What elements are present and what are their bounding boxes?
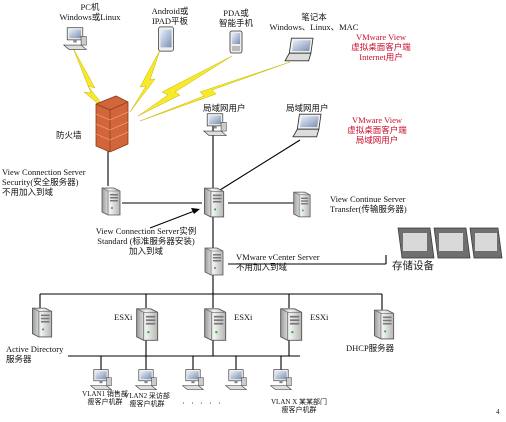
- vmware-lan-line2: 虚拟桌面客户端: [347, 125, 407, 135]
- laptop-label: 笔记本 Windows、Linux、MAC: [262, 12, 366, 32]
- page-number: 4: [496, 408, 500, 416]
- vmware-lan-line3: 局域网用户: [355, 135, 399, 145]
- pda-label: PDA或 智能手机: [208, 8, 264, 28]
- arrow-pointer: [149, 208, 200, 229]
- transfer-server-label: View Continue Server Transfer(传输服务器): [330, 194, 407, 214]
- android-label-line1: Android或: [151, 6, 189, 16]
- pc-label: PC机 Windows或Linux: [55, 2, 125, 22]
- ad-line1: Active Directory: [6, 344, 64, 354]
- vmware-internet-line3: Internet用户: [359, 52, 403, 62]
- security-server-line3: 不用加入到域: [2, 187, 54, 197]
- laptop-label-line1: 笔记本: [301, 12, 327, 22]
- standard-server-line3: 加入到域: [128, 246, 163, 256]
- standard-server-line1: View Connection Server实例: [95, 226, 197, 236]
- pda-label-line2: 智能手机: [218, 18, 253, 28]
- standard-server-label: View Connection Server实例 Standard (标准服务器…: [76, 226, 216, 256]
- vmware-internet-line1: VMware View: [355, 32, 407, 42]
- vlan2-label: VLAN2 采访部 瘦客户机群: [124, 392, 170, 408]
- vcenter-line1: VMware vCenter Server: [236, 252, 320, 262]
- transfer-server-line1: View Continue Server: [330, 194, 406, 204]
- vlan2-line1: VLAN2 采访部: [124, 392, 170, 400]
- vmware-lan-label: VMware View 虚拟桌面客户端 局域网用户: [334, 115, 420, 145]
- pda-label-line1: PDA或: [223, 8, 249, 18]
- firewall-graphic: [95, 95, 129, 153]
- vcenter-line2: 不用加入到域: [236, 262, 288, 272]
- vmware-internet-line2: 虚拟桌面客户端: [351, 42, 411, 52]
- android-label: Android或 IPAD平板: [140, 6, 200, 26]
- vlan2-line2: 瘦客户机群: [129, 400, 165, 408]
- vcenter-label: VMware vCenter Server 不用加入到域: [236, 252, 320, 272]
- vlan1-line1: VLAN1 销售部: [82, 390, 128, 398]
- storage-label: 存储设备: [392, 261, 434, 272]
- esxi-1-label: ESXi: [114, 312, 133, 322]
- transfer-server-line2: Transfer(传输服务器): [330, 204, 407, 214]
- vlanx-line2: 瘦客户机群: [281, 406, 317, 414]
- lightning-bolts: [72, 47, 291, 122]
- lan-user-2-label: 局域网用户: [286, 103, 329, 113]
- security-server-label: View Connection Server Security(安全服务器) 不…: [2, 167, 86, 197]
- security-server-line2: Security(安全服务器): [2, 177, 79, 187]
- ad-line2: 服务器: [6, 354, 32, 364]
- laptop-label-line2: Windows、Linux、MAC: [269, 22, 359, 32]
- esxi-2-label: ESXi: [234, 312, 253, 322]
- vlan1-label: VLAN1 销售部 瘦客户机群: [82, 390, 128, 406]
- firewall-label: 防火墙: [56, 130, 82, 140]
- storage-graphic: [397, 227, 503, 259]
- vlanx-label: VLAN X 某某部门 瘦客户机群: [264, 398, 334, 414]
- vlanx-line1: VLAN X 某某部门: [271, 398, 327, 406]
- esxi-3-label: ESXi: [310, 312, 329, 322]
- standard-server-line2: Standard (标准服务器安装): [97, 236, 195, 246]
- vmware-lan-line1: VMware View: [351, 115, 403, 125]
- dhcp-label: DHCP服务器: [346, 343, 395, 353]
- pc-label-line1: PC机: [80, 2, 100, 12]
- ad-label: Active Directory 服务器: [6, 344, 63, 364]
- vmware-internet-label: VMware View 虚拟桌面客户端 Internet用户: [338, 32, 424, 62]
- security-server-line1: View Connection Server: [2, 167, 86, 177]
- more-clients-dots: · · · · ·: [182, 398, 223, 408]
- vlan1-line2: 瘦客户机群: [87, 398, 123, 406]
- lan-user-1-label: 局域网用户: [203, 103, 246, 113]
- pc-label-line2: Windows或Linux: [59, 12, 121, 22]
- android-label-line2: IPAD平板: [151, 16, 189, 26]
